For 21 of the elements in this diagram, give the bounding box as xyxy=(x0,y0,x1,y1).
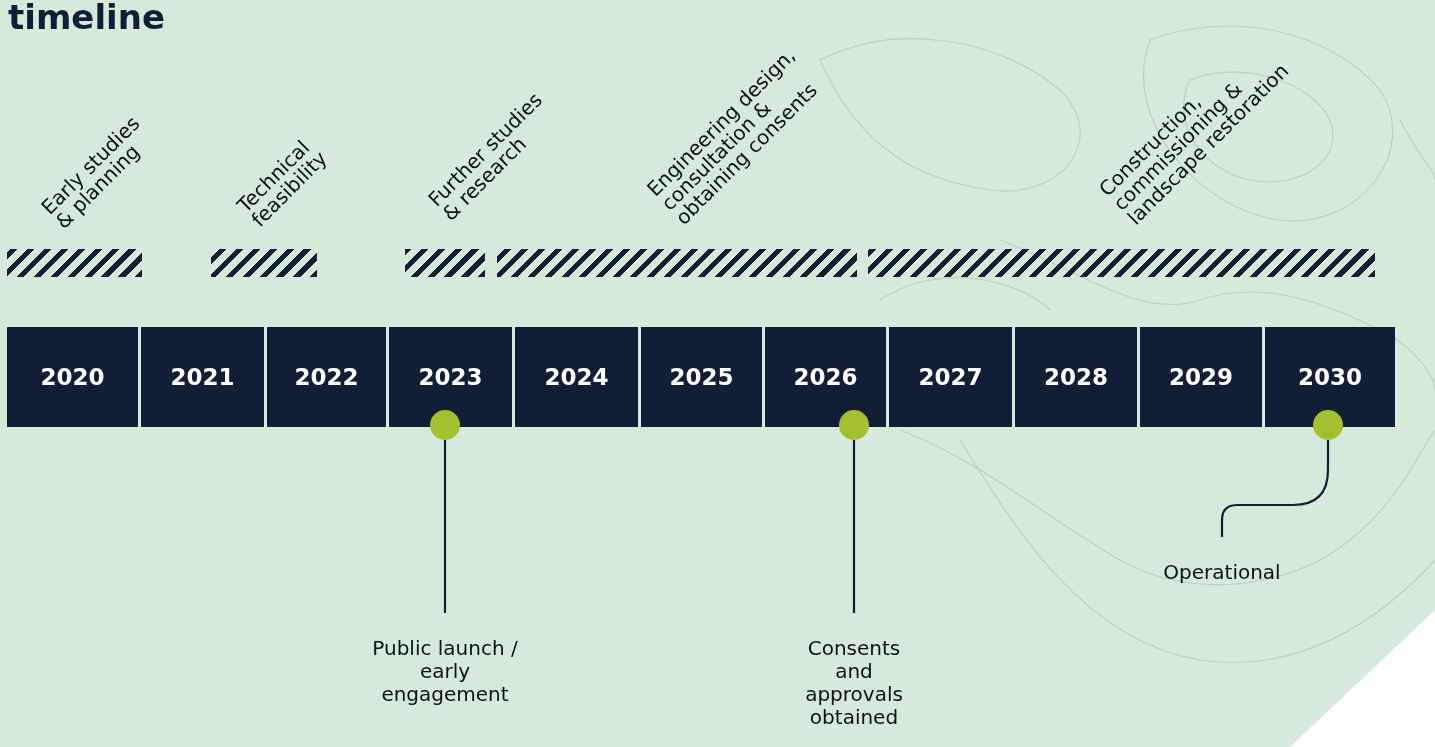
connector-line xyxy=(1220,440,1330,537)
year-box: 2030 xyxy=(1265,327,1395,427)
milestone-label: Operational xyxy=(1132,561,1312,584)
year-box: 2021 xyxy=(141,327,264,427)
year-box: 2026 xyxy=(765,327,886,427)
year-box: 2023 xyxy=(389,327,512,427)
milestone-label: Public launch / early engagement xyxy=(360,637,530,706)
year-box: 2022 xyxy=(267,327,386,427)
year-box: 2025 xyxy=(641,327,762,427)
milestone-dot xyxy=(839,410,869,440)
milestone-dot xyxy=(430,410,460,440)
year-box: 2029 xyxy=(1140,327,1262,427)
connector-line xyxy=(852,440,856,613)
connector-line xyxy=(443,440,447,613)
year-box: 2024 xyxy=(515,327,638,427)
milestone-label: Consents and approvals obtained xyxy=(794,637,914,729)
year-box: 2020 xyxy=(7,327,138,427)
milestone-dot xyxy=(1313,410,1343,440)
year-box: 2027 xyxy=(889,327,1012,427)
title: timeline xyxy=(8,0,165,34)
year-box: 2028 xyxy=(1015,327,1137,427)
